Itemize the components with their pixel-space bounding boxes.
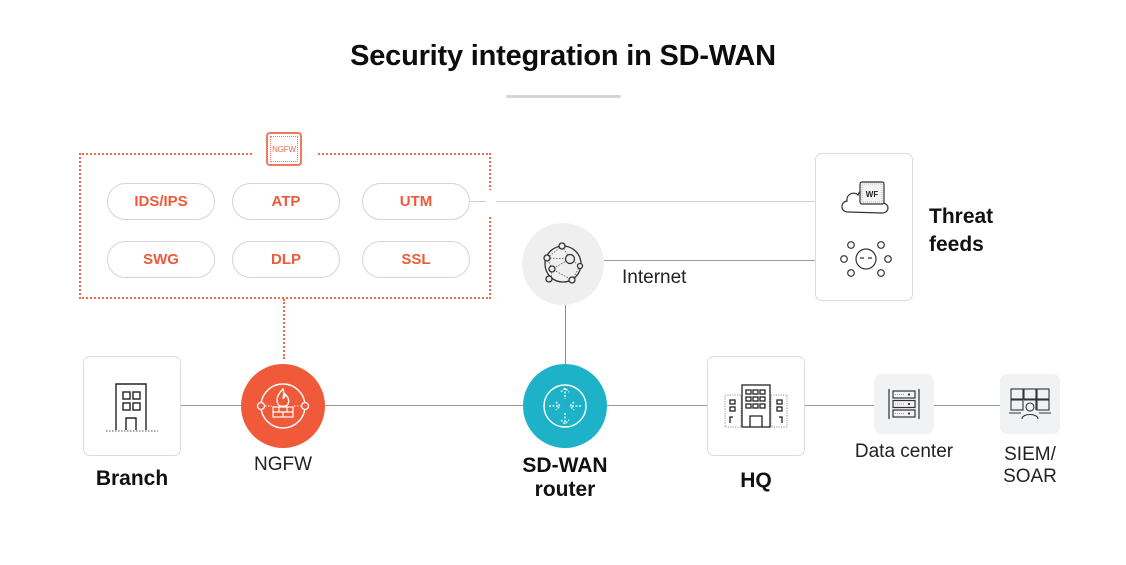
firewall-icon xyxy=(256,383,310,429)
group-border-gap xyxy=(486,190,496,215)
service-pill-dlp: DLP xyxy=(232,241,340,278)
cloud-wf-icon: WF xyxy=(841,181,889,214)
siem-label-line1: SIEM/ xyxy=(1004,444,1056,465)
branch-node xyxy=(83,356,181,456)
ngfw-badge-label: NGFW xyxy=(270,136,298,162)
internet-label: Internet xyxy=(622,267,687,288)
globe-network-icon xyxy=(543,242,584,284)
building-icon xyxy=(106,383,158,432)
connector-datacenter-to-siem xyxy=(934,405,1000,406)
branch-label: Branch xyxy=(95,467,169,490)
connector-hq-to-datacenter xyxy=(805,405,875,406)
connector-branch-to-ngfw xyxy=(181,405,243,406)
ngfw-badge: NGFW xyxy=(266,132,302,166)
ngfw-label: NGFW xyxy=(253,454,313,475)
sdwan-label-line1: SD-WAN xyxy=(522,454,608,477)
threat-feeds-label-line1: Threat xyxy=(929,205,994,228)
threat-feeds-label-line2: feeds xyxy=(929,233,984,256)
ngfw-node xyxy=(241,364,325,448)
server-rack-icon xyxy=(888,389,920,419)
hq-label: HQ xyxy=(740,469,772,492)
threat-network-icon xyxy=(840,241,892,277)
threat-feeds-label: Threat feeds xyxy=(929,203,993,259)
service-pill-ssl: SSL xyxy=(362,241,470,278)
service-pill-ids-ips: IDS/IPS xyxy=(107,183,215,220)
sdwan-label-line2: router xyxy=(534,478,596,501)
title-divider xyxy=(506,95,621,98)
office-building-icon xyxy=(724,384,788,428)
datacenter-node xyxy=(874,374,934,434)
sdwan-router-label: SD-WAN router xyxy=(503,454,627,502)
connector-internet-to-threat-feeds xyxy=(604,260,815,261)
hq-node xyxy=(707,356,805,456)
router-icon xyxy=(543,384,587,428)
siem-label-line2: SOAR xyxy=(1003,466,1057,487)
datacenter-label: Data center xyxy=(854,441,954,462)
threat-feeds-box: WF xyxy=(815,153,913,301)
cloud-badge-text: WF xyxy=(866,190,879,199)
ngfw-group-link xyxy=(283,299,285,359)
connector-ngfw-to-sdwan xyxy=(325,405,525,406)
service-pill-atp: ATP xyxy=(232,183,340,220)
service-pill-utm: UTM xyxy=(362,183,470,220)
siem-soar-label: SIEM/ SOAR xyxy=(980,444,1080,488)
internet-node xyxy=(522,223,604,305)
connector-internet-to-sdwan xyxy=(565,305,566,365)
service-pill-swg: SWG xyxy=(107,241,215,278)
connector-sdwan-to-hq xyxy=(605,405,708,406)
connector-utm-to-threat-feeds xyxy=(469,201,815,202)
sdwan-router-node xyxy=(523,364,607,448)
siem-soar-node xyxy=(1000,374,1060,434)
diagram-title: Security integration in SD-WAN xyxy=(350,40,776,72)
monitor-wall-icon xyxy=(1009,388,1051,420)
